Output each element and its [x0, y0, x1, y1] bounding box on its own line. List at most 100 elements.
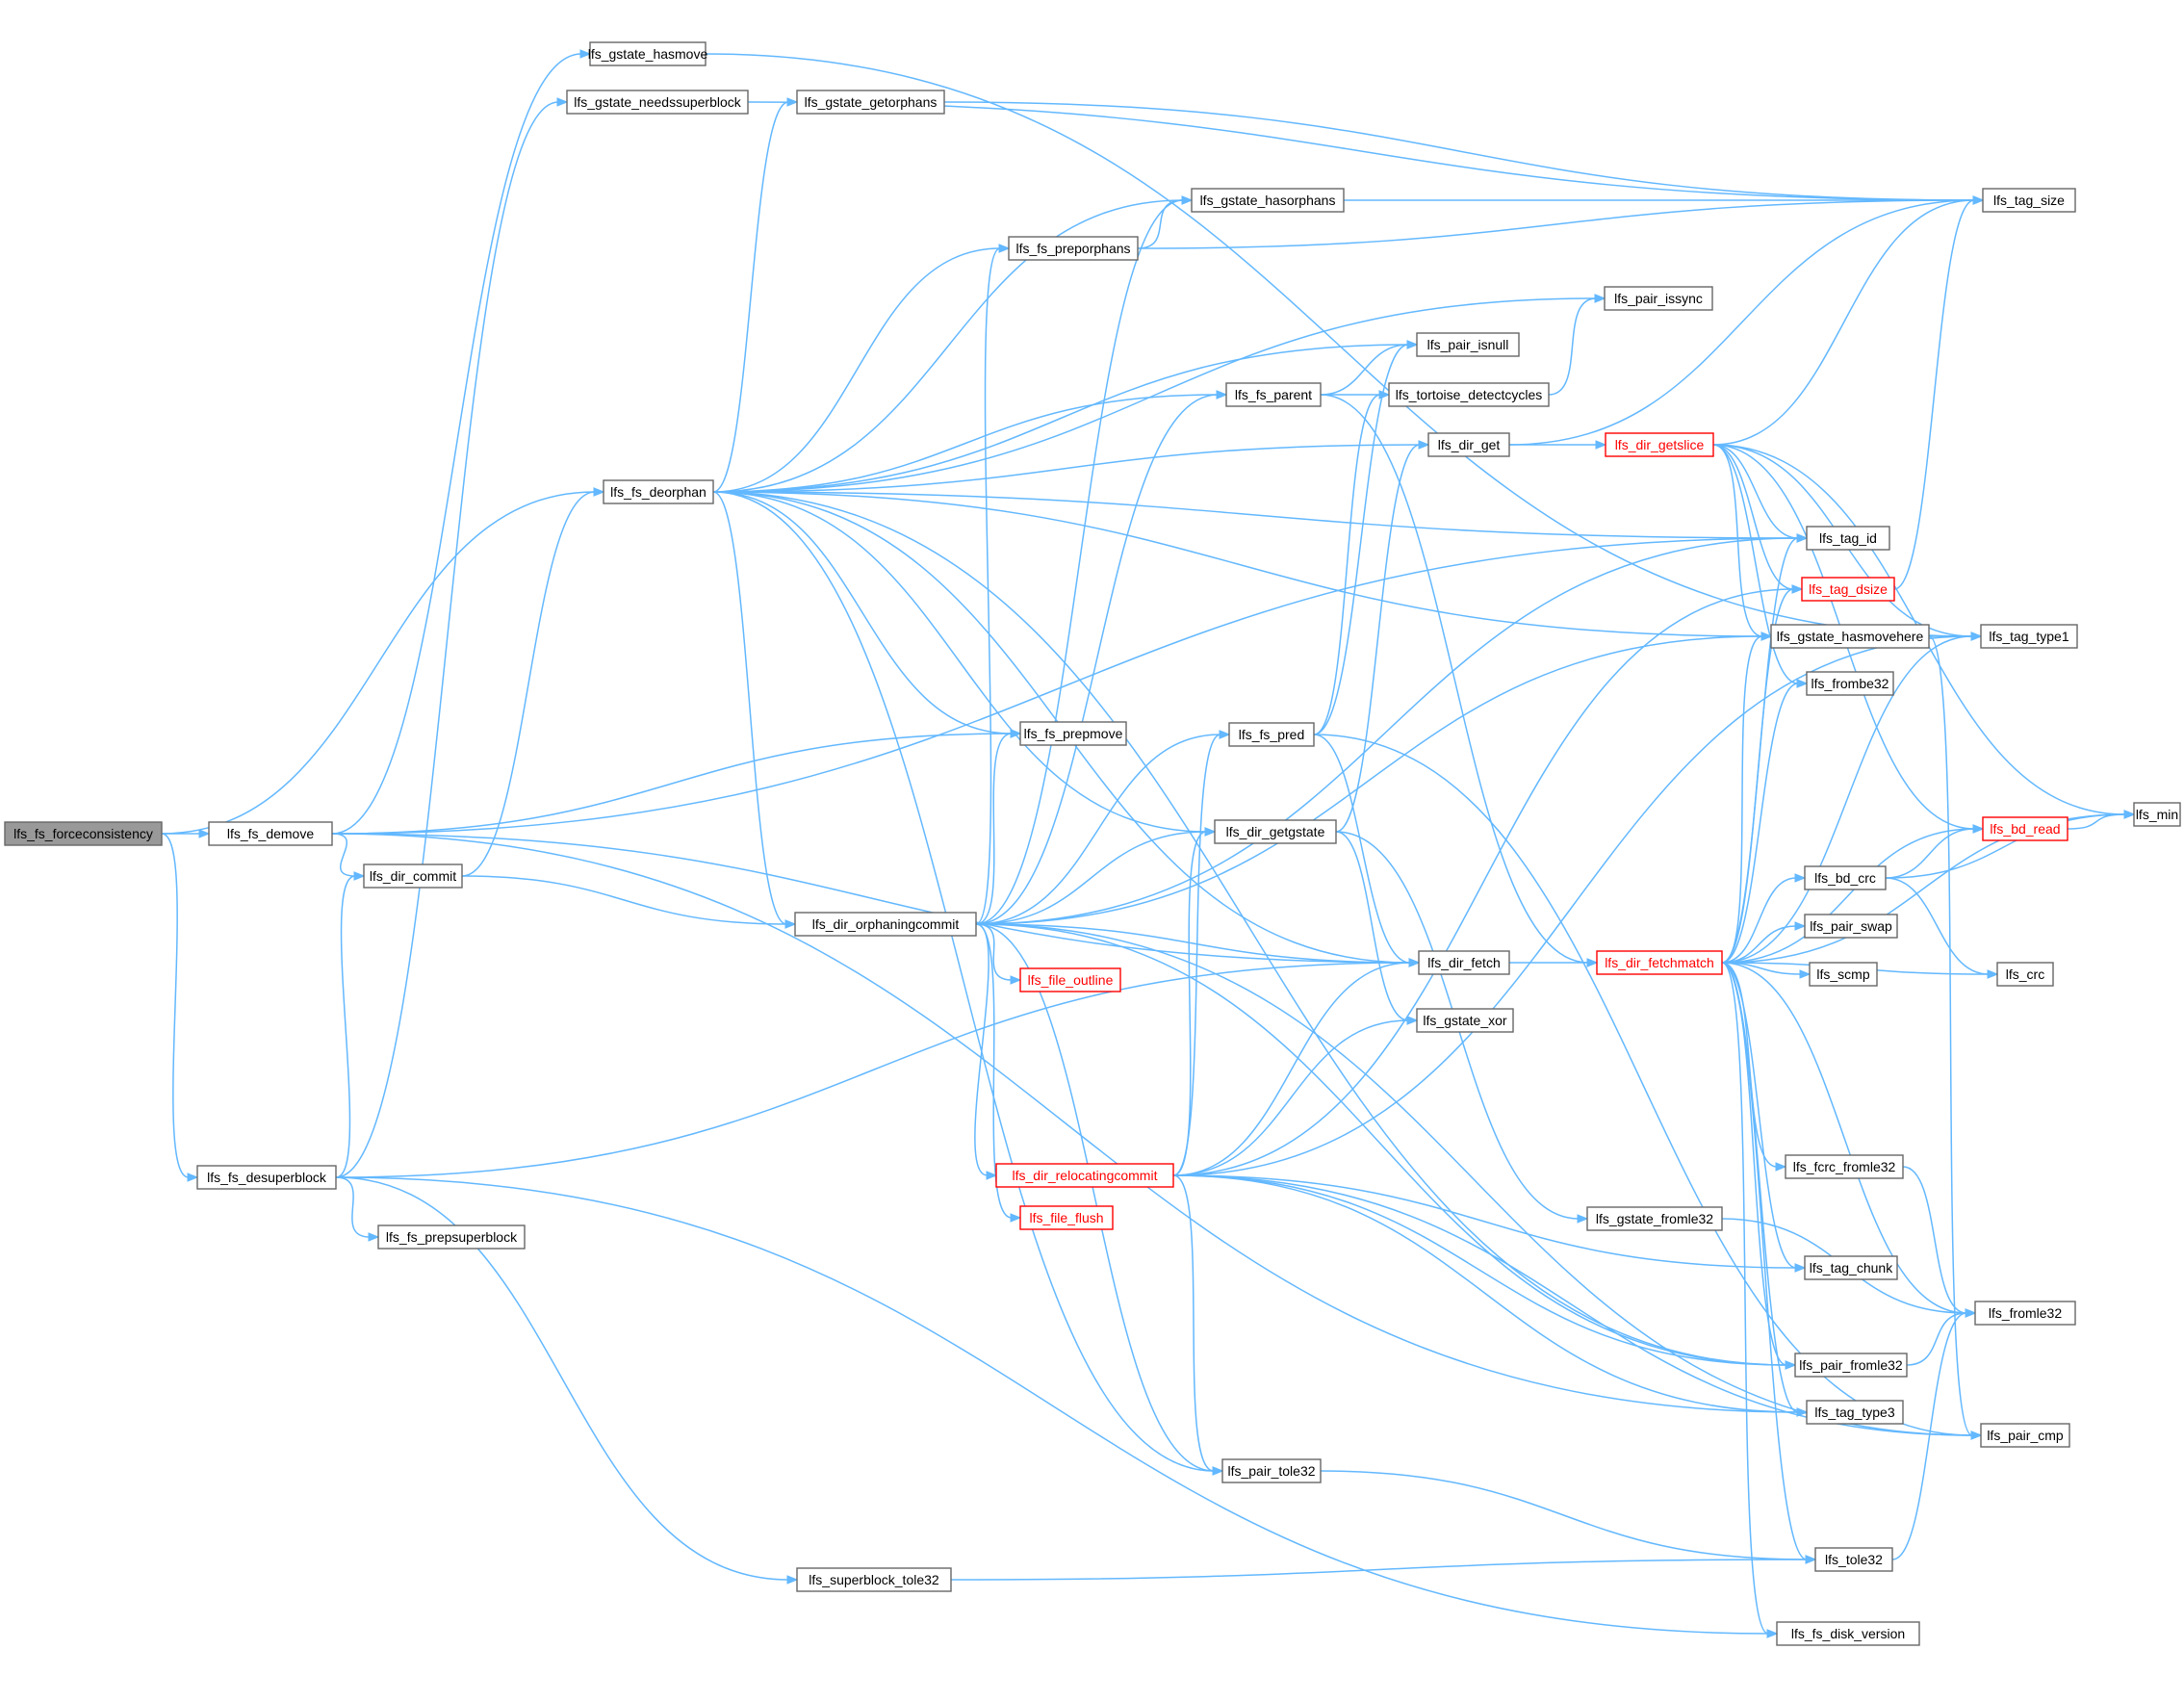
node-gstate-getorphans[interactable]: lfs_gstate_getorphans: [796, 90, 945, 115]
node-dir-commit[interactable]: lfs_dir_commit: [363, 863, 463, 889]
edge-line: [1172, 635, 1973, 1176]
node-box: [1801, 577, 1895, 602]
node-superblock-tole32[interactable]: lfs_superblock_tole32: [796, 1567, 952, 1592]
node-relocatingcommit[interactable]: lfs_dir_relocatingcommit: [995, 1163, 1174, 1188]
node-dir-fetch[interactable]: lfs_dir_fetch: [1418, 950, 1510, 975]
node-tag-dsize[interactable]: lfs_tag_dsize: [1801, 577, 1895, 602]
edge-arrowhead: [1766, 1629, 1779, 1638]
edge-fs-pred-to-dir-fetch: [1313, 734, 1421, 967]
edge-line: [943, 101, 1975, 201]
edge-line: [975, 199, 1184, 925]
edge-arrowhead: [1796, 533, 1809, 543]
edge-line: [331, 733, 1013, 835]
node-deorphan[interactable]: lfs_fs_deorphan: [603, 479, 714, 504]
edge-line: [1137, 199, 1975, 249]
node-pair-isnull[interactable]: lfs_pair_isnull: [1416, 332, 1520, 357]
edge-dir-getslice-to-tag-dsize: [1712, 444, 1804, 594]
node-gstate-needssuperblock[interactable]: lfs_gstate_needssuperblock: [566, 90, 749, 115]
node-fs-pred[interactable]: lfs_fs_pred: [1228, 722, 1315, 747]
node-prepsuperblock[interactable]: lfs_fs_prepsuperblock: [377, 1224, 526, 1250]
node-gstate-hasmovehere[interactable]: lfs_gstate_hasmovehere: [1770, 624, 1930, 649]
node-forceconsistency[interactable]: lfs_fs_forceconsistency: [4, 821, 163, 846]
node-preporphans[interactable]: lfs_fs_preporphans: [1008, 236, 1139, 261]
edge-line: [1721, 635, 1973, 964]
node-label: lfs_tag_type1: [1989, 629, 2068, 644]
node-tortoise[interactable]: lfs_tortoise_detectcycles: [1388, 382, 1550, 407]
node-box: [4, 821, 163, 846]
node-file-outline[interactable]: lfs_file_outline: [1019, 967, 1121, 992]
edge-gstate-hasmovehere-to-pair-cmp: [1928, 635, 1983, 1440]
node-dir-get[interactable]: lfs_dir_get: [1427, 432, 1510, 457]
edge-gstate-hasorphans-to-tag-size: [1344, 195, 1985, 205]
node-dir-getslice[interactable]: lfs_dir_getslice: [1605, 432, 1714, 457]
node-label: lfs_pair_tole32: [1227, 1463, 1315, 1479]
node-fs-parent[interactable]: lfs_fs_parent: [1225, 382, 1322, 407]
node-box: [1586, 1206, 1723, 1231]
node-box: [1996, 962, 2054, 987]
edge-arrowhead: [1408, 958, 1421, 967]
node-box: [1776, 1621, 1920, 1646]
node-tag-chunk[interactable]: lfs_tag_chunk: [1804, 1255, 1898, 1280]
node-prepmove[interactable]: lfs_fs_prepmove: [1019, 721, 1127, 746]
node-tag-id[interactable]: lfs_tag_id: [1806, 526, 1890, 551]
node-box: [796, 1567, 952, 1592]
edge-line: [161, 833, 190, 1178]
edge-line: [2067, 813, 2126, 830]
edge-dir-getslice-to-frombe32: [1712, 444, 1809, 688]
node-orphaningcommit[interactable]: lfs_dir_orphaningcommit: [794, 912, 977, 937]
node-box: [1814, 1547, 1893, 1572]
edge-line: [1320, 394, 1589, 964]
edge-arrowhead: [1972, 195, 1985, 205]
node-dir-getgstate[interactable]: lfs_dir_getgstate: [1214, 819, 1337, 844]
edge-line: [1712, 444, 1794, 590]
node-scmp[interactable]: lfs_scmp: [1809, 962, 1878, 987]
node-tag-size[interactable]: lfs_tag_size: [1982, 188, 2076, 213]
node-label: lfs_dir_orphaningcommit: [812, 916, 960, 932]
node-box: [1809, 962, 1878, 987]
node-tag-type3[interactable]: lfs_tag_type3: [1806, 1400, 1904, 1425]
node-dir-fetchmatch[interactable]: lfs_dir_fetchmatch: [1596, 950, 1723, 975]
node-box: [796, 90, 945, 115]
node-label: lfs_dir_relocatingcommit: [1013, 1168, 1158, 1183]
node-label: lfs_fs_pred: [1239, 727, 1304, 742]
edge-tag-dsize-to-tag-size: [1893, 195, 1985, 590]
node-bd-read[interactable]: lfs_bd_read: [1982, 816, 2068, 841]
edge-gstate-needssuperblock-to-tag-size: [747, 101, 1985, 205]
edge-desuperblock-to-gstate-needssuperblock: [335, 97, 569, 1178]
node-box: [1804, 914, 1898, 939]
node-frombe32[interactable]: lfs_frombe32: [1806, 671, 1894, 696]
node-pair-swap[interactable]: lfs_pair_swap: [1804, 914, 1898, 939]
node-label: lfs_dir_commit: [370, 868, 456, 884]
edge-arrowhead: [353, 871, 366, 881]
node-fromle32[interactable]: lfs_fromle32: [1974, 1301, 2076, 1326]
node-gstate-hasmove[interactable]: lfs_gstate_hasmove: [588, 41, 708, 66]
node-gstate-xor[interactable]: lfs_gstate_xor: [1416, 1008, 1514, 1033]
node-box: [1974, 1301, 2076, 1326]
edge-arrowhead: [1418, 440, 1430, 450]
node-gstate-hasorphans[interactable]: lfs_gstate_hasorphans: [1191, 188, 1345, 213]
node-demove[interactable]: lfs_fs_demove: [208, 821, 333, 846]
node-crc[interactable]: lfs_crc: [1996, 962, 2054, 987]
node-pair-fromle32[interactable]: lfs_pair_fromle32: [1794, 1353, 1908, 1378]
node-box: [589, 41, 707, 66]
edge-fs-pred-to-pair-isnull: [1313, 340, 1419, 735]
node-pair-cmp[interactable]: lfs_pair_cmp: [1980, 1423, 2070, 1448]
edge-line: [461, 491, 596, 877]
node-min[interactable]: lfs_min: [2133, 802, 2181, 827]
edge-arrowhead: [1796, 1407, 1809, 1417]
edge-line: [712, 491, 1013, 735]
edge-line: [335, 101, 559, 1178]
node-gstate-fromle32[interactable]: lfs_gstate_fromle32: [1586, 1206, 1723, 1231]
edge-arrowhead: [1794, 1263, 1807, 1273]
edge-line: [335, 1176, 789, 1581]
node-desuperblock[interactable]: lfs_fs_desuperblock: [196, 1165, 337, 1190]
node-bd-crc[interactable]: lfs_bd_crc: [1804, 865, 1887, 890]
node-tag-type1[interactable]: lfs_tag_type1: [1980, 624, 2078, 649]
node-disk-version[interactable]: lfs_fs_disk_version: [1776, 1621, 1920, 1646]
node-file-flush[interactable]: lfs_file_flush: [1019, 1205, 1114, 1230]
node-pair-tole32[interactable]: lfs_pair_tole32: [1221, 1458, 1322, 1483]
node-fcrc-fromle32[interactable]: lfs_fcrc_fromle32: [1785, 1154, 1904, 1179]
node-pair-issync[interactable]: lfs_pair_issync: [1604, 286, 1713, 311]
node-tole32[interactable]: lfs_tole32: [1814, 1547, 1893, 1572]
edge-dir-commit-to-deorphan: [461, 487, 605, 877]
